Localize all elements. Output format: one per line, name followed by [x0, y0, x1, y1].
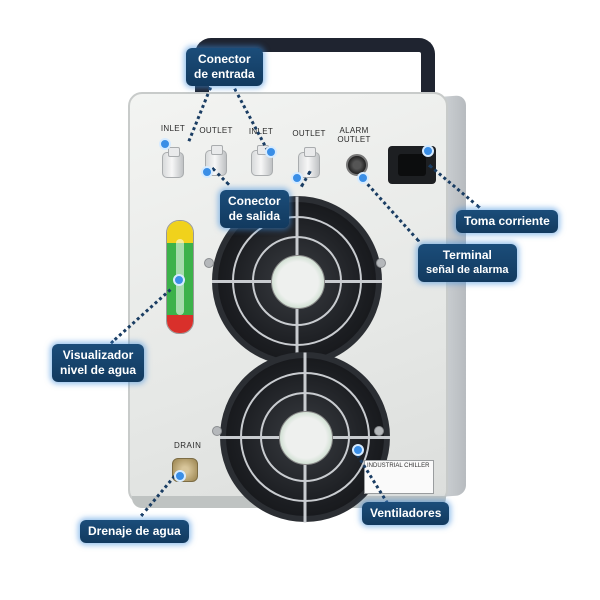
fan-hub [271, 255, 325, 309]
callout-line: Ventiladores [370, 506, 442, 520]
callout-ventiladores: Ventiladores [362, 502, 450, 525]
marker-inlet-2 [265, 146, 277, 158]
marker-power-socket [422, 145, 434, 157]
gauge-red-zone [167, 315, 193, 333]
screw [376, 258, 386, 268]
callout-conector-salida: Conector de salida [220, 190, 289, 228]
marker-outlet-2 [291, 172, 303, 184]
outlet-label-1: OUTLET [199, 126, 233, 135]
spec-plate: INDUSTRIAL CHILLER [364, 460, 434, 494]
callout-drenaje: Drenaje de agua [80, 520, 189, 543]
outlet-label-2: OUTLET [292, 129, 326, 138]
callout-line: de entrada [194, 67, 255, 81]
marker-fans [352, 444, 364, 456]
screw [374, 426, 384, 436]
callout-line: Conector [198, 52, 251, 66]
callout-line: señal de alarma [426, 264, 509, 276]
alarm-outlet-label: ALARM OUTLET [337, 126, 371, 144]
screw [212, 426, 222, 436]
callout-line: Conector [228, 194, 281, 208]
marker-alarm-terminal [357, 172, 369, 184]
callout-toma-corriente: Toma corriente [456, 210, 558, 233]
callout-terminal-alarma: Terminal señal de alarma [418, 244, 517, 282]
outlet-fitting-2 [298, 147, 320, 178]
callout-line: Drenaje de agua [88, 524, 181, 538]
drain-label: DRAIN [174, 441, 202, 450]
marker-outlet-1 [201, 166, 213, 178]
marker-water-gauge [173, 274, 185, 286]
inlet-fitting-1 [162, 147, 184, 178]
marker-drain [174, 470, 186, 482]
callout-visualizador: Visualizador nivel de agua [52, 344, 145, 382]
callout-line: de salida [228, 209, 281, 223]
screw [204, 258, 214, 268]
cooling-fan-bottom [220, 352, 390, 522]
callout-line: nivel de agua [60, 363, 137, 377]
inlet-label-1: INLET [160, 124, 186, 133]
gauge-yellow-zone [167, 221, 193, 244]
callout-conector-entrada: Conector de entrada [186, 48, 263, 86]
fan-hub [279, 411, 333, 465]
callout-line: Visualizador [62, 348, 134, 362]
inlet-label-2: INLET [248, 127, 274, 136]
marker-inlet-1 [159, 138, 171, 150]
callout-line: Toma corriente [464, 214, 550, 228]
callout-line: Terminal [442, 248, 492, 262]
